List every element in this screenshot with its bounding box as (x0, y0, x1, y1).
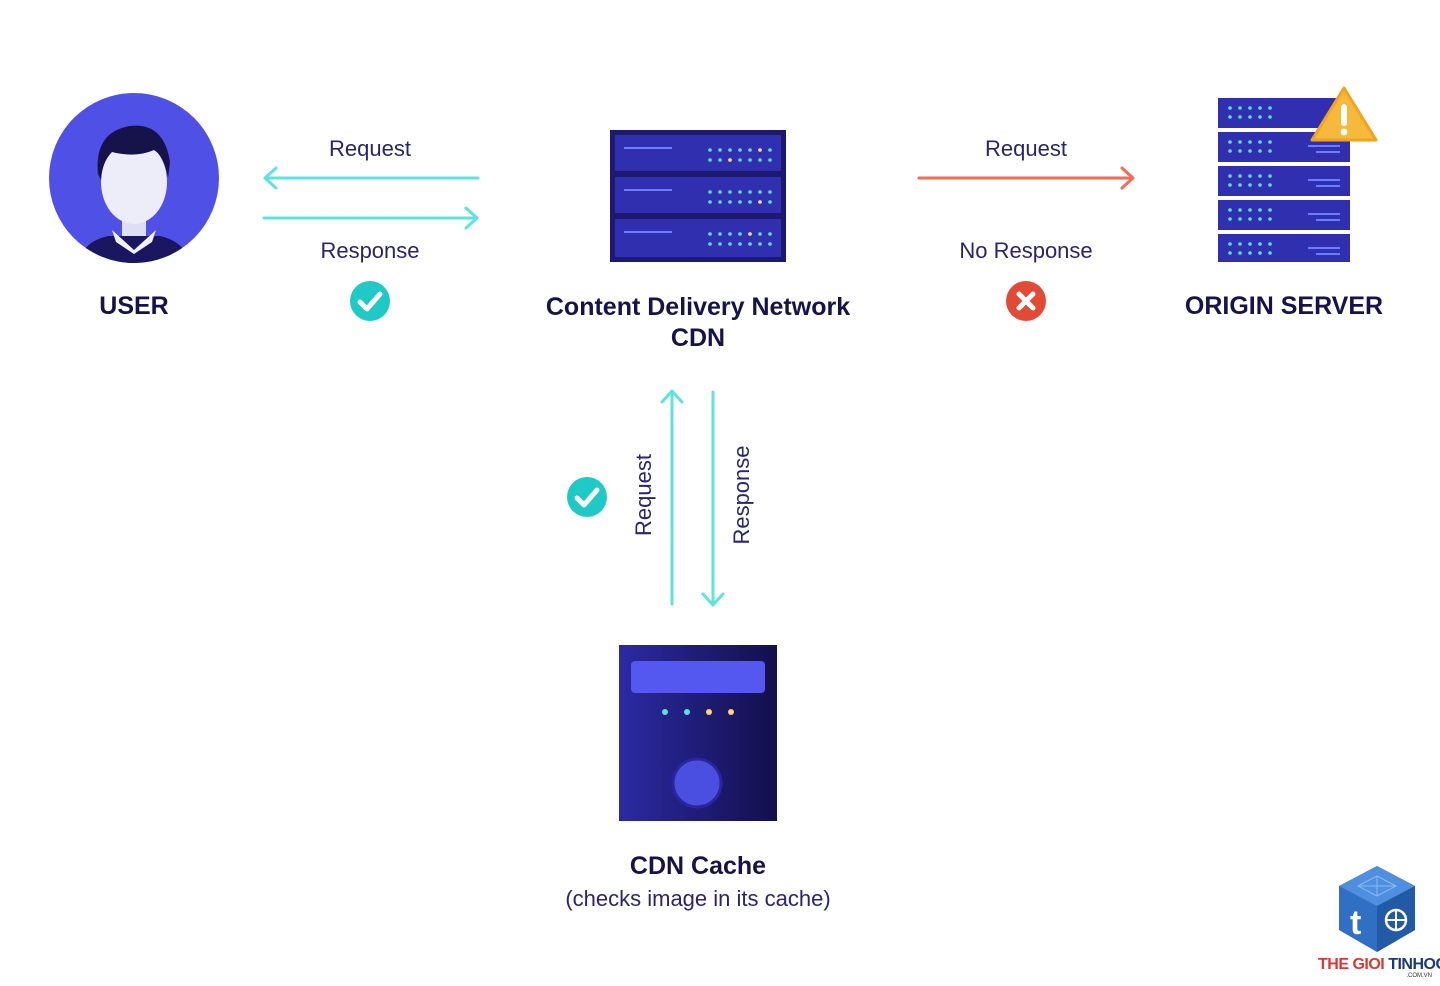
user-response-label: Response (320, 238, 420, 263)
cache-response-label: Response (729, 445, 754, 545)
error-x-icon (1005, 280, 1047, 322)
brand-domain: .COM.VN (1406, 973, 1432, 979)
origin-no-response-label: No Response (959, 238, 1093, 263)
brand-wordmark: THE GIOI TINHOC .COM.VN (1318, 956, 1440, 981)
user-label: USER (99, 292, 169, 320)
cdn-server-icon (610, 130, 786, 262)
cdn-cache-icon (619, 645, 777, 821)
brand-logo-icon: t (1336, 864, 1418, 954)
success-check-icon (349, 280, 391, 322)
cache-success-check-icon (566, 476, 608, 518)
cache-subtitle: (checks image in its cache) (565, 886, 831, 911)
origin-label: ORIGIN SERVER (1184, 292, 1384, 320)
cdn-cache-arrows (659, 386, 727, 610)
user-request-label: Request (329, 136, 411, 161)
cdn-origin-arrow (914, 165, 1140, 191)
cdn-title-line2: CDN (670, 324, 726, 352)
user-avatar (48, 92, 220, 264)
user-cdn-arrows (258, 165, 484, 231)
origin-request-label: Request (985, 136, 1067, 161)
cache-request-label: Request (631, 454, 656, 536)
cache-title: CDN Cache (629, 852, 767, 880)
brand-wordmark-part2: TINHOC (1388, 956, 1440, 973)
svg-text:t: t (1350, 904, 1361, 942)
brand-wordmark-part1: THE GIOI (1318, 956, 1385, 973)
warning-icon (1310, 86, 1378, 142)
origin-server-icon (1216, 84, 1380, 264)
cdn-title-line1: Content Delivery Network (545, 293, 851, 321)
cdn-title: Content Delivery Network CDN (480, 292, 916, 354)
